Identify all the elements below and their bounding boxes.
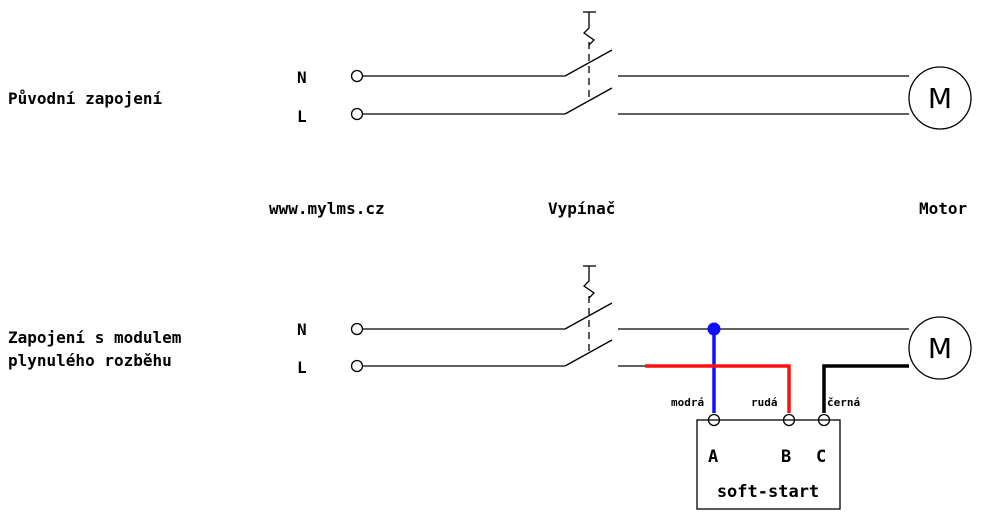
terminal-c-label: C: [816, 447, 826, 467]
terminal-b-screw: [782, 413, 796, 427]
bottom-n-label: N: [297, 320, 307, 339]
bottom-terminal-n: [350, 322, 364, 336]
junction-dot: [707, 322, 721, 336]
terminal-a-label: A: [708, 447, 718, 467]
bottom-terminal-l: [350, 359, 364, 373]
top-terminal-n: [350, 69, 364, 83]
motor-caption: Motor: [919, 199, 967, 218]
top-l-label: L: [297, 107, 307, 126]
wire-c-label: černá: [827, 396, 860, 409]
wire-b-red: [645, 364, 791, 413]
terminal-b-label: B: [781, 447, 791, 467]
bottom-motor: M: [908, 316, 972, 380]
wire-a-label: modrá: [671, 396, 704, 409]
top-n-label: N: [297, 68, 307, 87]
top-terminal-l: [350, 107, 364, 121]
terminal-a-screw: [707, 413, 721, 427]
top-motor-symbol: M: [928, 82, 952, 115]
bottom-title-line1: Zapojení s modulem: [8, 328, 182, 347]
top-title: Původní zapojení: [8, 89, 162, 108]
wire-c-black: [822, 364, 909, 413]
website-caption: www.mylms.cz: [269, 199, 385, 218]
terminal-c-screw: [817, 413, 831, 427]
bottom-title-line2: plynulého rozběhu: [8, 351, 172, 370]
wire-b-label: rudá: [751, 396, 778, 409]
top-motor: M: [908, 66, 972, 130]
top-switch: [564, 11, 613, 115]
switch-caption: Vypínač: [548, 199, 615, 218]
bottom-motor-symbol: M: [928, 332, 952, 365]
bottom-switch: [564, 265, 613, 367]
soft-start-module: A B C soft-start: [696, 413, 841, 510]
bottom-l-label: L: [297, 358, 307, 377]
module-label: soft-start: [717, 482, 819, 502]
